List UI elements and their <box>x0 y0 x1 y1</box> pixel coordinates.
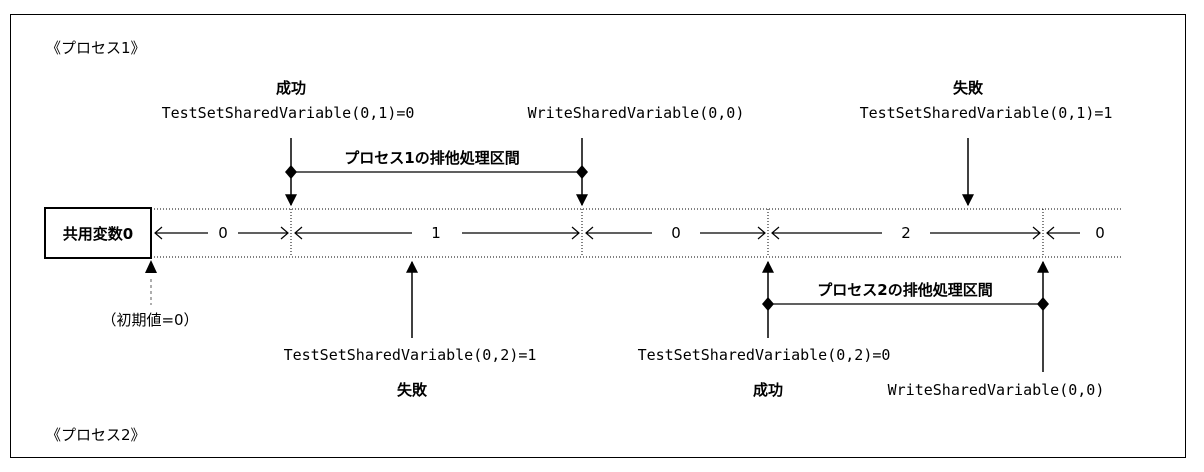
event-result: 成功 <box>276 79 306 97</box>
process2-label: 《プロセス2》 <box>46 426 146 444</box>
shared-variable-label: 共用変数0 <box>63 225 133 243</box>
arrow-up <box>145 260 157 273</box>
process1-label: 《プロセス1》 <box>46 39 146 57</box>
segment-value: 0 <box>671 224 681 242</box>
timeline-segment: 0 <box>154 224 289 242</box>
exclusive-section-process2: プロセス2の排他処理区間 <box>762 281 1049 311</box>
exclusive-section-label: プロセス1の排他処理区間 <box>344 149 519 167</box>
initial-value-label: （初期値=0） <box>101 311 198 329</box>
timeline-segment: 2 <box>771 224 1041 242</box>
segment-value: 0 <box>1095 224 1105 242</box>
timeline-segment: 0 <box>1046 224 1105 242</box>
timeline-segment: 1 <box>294 224 580 242</box>
diagram-frame <box>10 14 1186 458</box>
event-result: 失敗 <box>397 381 428 399</box>
exclusive-section-label: プロセス2の排他処理区間 <box>817 281 992 299</box>
exclusive-section-process1: プロセス1の排他処理区間 <box>285 149 588 179</box>
event-call: TestSetSharedVariable(0,2)=0 <box>638 346 891 364</box>
event-call: TestSetSharedVariable(0,1)=1 <box>860 104 1113 122</box>
event-result: 失敗 <box>953 79 984 97</box>
event-call: WriteSharedVariable(0,0) <box>888 381 1105 399</box>
shared-variable-box <box>44 207 152 259</box>
timeline-segment: 0 <box>585 224 766 242</box>
event-result: 成功 <box>753 381 783 399</box>
event-call: TestSetSharedVariable(0,2)=1 <box>284 346 537 364</box>
event-call: WriteSharedVariable(0,0) <box>528 104 745 122</box>
segment-value: 0 <box>218 224 228 242</box>
segment-value: 2 <box>901 224 911 242</box>
event-call: TestSetSharedVariable(0,1)=0 <box>162 104 415 122</box>
segment-value: 1 <box>431 224 441 242</box>
